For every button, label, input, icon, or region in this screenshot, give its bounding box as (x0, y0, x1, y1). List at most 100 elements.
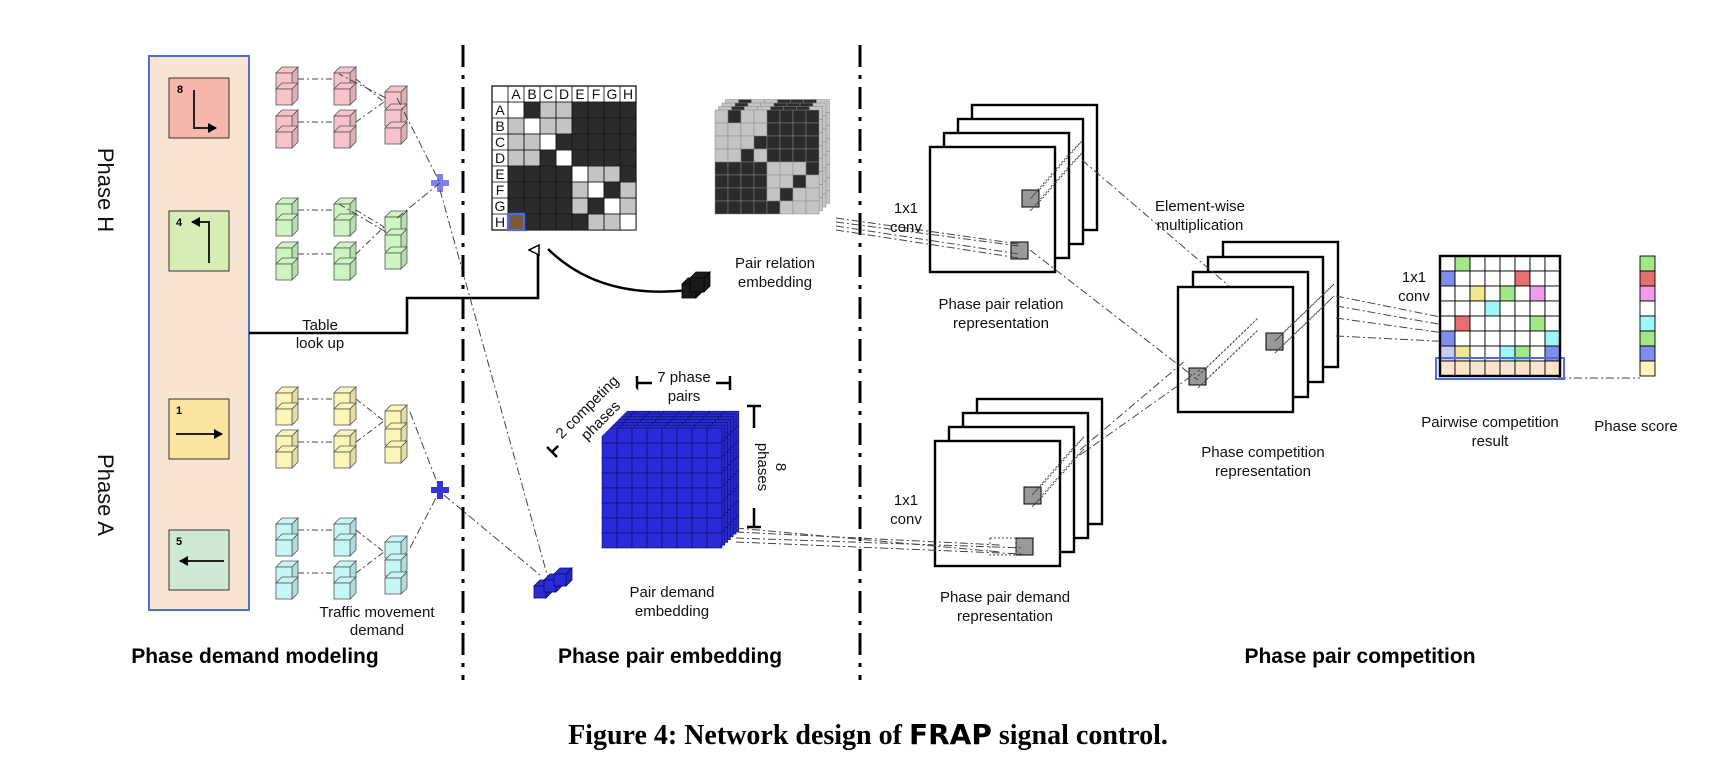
connection-line (1081, 159, 1230, 287)
score-cell (1639, 360, 1656, 377)
embedding-cell (805, 148, 820, 163)
embedding-cell (753, 135, 768, 150)
result-cell (1469, 300, 1486, 317)
result-sum-cell (1499, 360, 1516, 377)
cube (333, 402, 357, 426)
result-cell (1514, 255, 1531, 272)
matrix-cell (603, 197, 621, 215)
result-cell (1439, 300, 1456, 317)
matrix-cell (539, 197, 557, 215)
embedding-cell (753, 161, 768, 176)
embedding-cell (661, 532, 678, 549)
matrix-cell (507, 133, 525, 151)
section-title-competition: Phase pair competition (1244, 645, 1475, 668)
embedding-cell (706, 427, 723, 444)
result-cell (1514, 270, 1531, 287)
cube (553, 567, 573, 587)
seven-phase-label: pairs (668, 388, 701, 405)
competition-representation-stack (1176, 240, 1340, 414)
matrix-row-header: G (495, 198, 506, 214)
matrix-cell (539, 101, 557, 119)
embedding-cell (753, 174, 768, 189)
embedding-cell (676, 502, 693, 519)
matrix-cell (587, 213, 605, 231)
matrix-cell (619, 133, 637, 151)
embedding-cell (601, 457, 618, 474)
phase-score-column (1639, 255, 1656, 377)
matrix-cell (555, 181, 573, 199)
embedding-cell (753, 109, 768, 124)
pair-demand-cube (533, 567, 573, 599)
embedding-cell (706, 457, 723, 474)
result-cell (1499, 255, 1516, 272)
matrix-cell (555, 213, 573, 231)
embedding-cell (740, 187, 755, 202)
matrix-selected-cell (506, 212, 526, 232)
connection-line (835, 217, 1020, 245)
embedding-cell (766, 174, 781, 189)
embedding-cell (779, 148, 794, 163)
result-cell (1529, 270, 1546, 287)
embedding-cell (792, 109, 807, 124)
embedding-cell (714, 135, 729, 150)
embedding-cell (727, 174, 742, 189)
embedding-cell (779, 187, 794, 202)
embedding-cell (714, 148, 729, 163)
result-cell (1499, 270, 1516, 287)
demand-connections (338, 73, 549, 579)
result-sum-cell (1439, 360, 1456, 377)
embedding-cell (753, 122, 768, 137)
score-cell (1639, 300, 1656, 317)
matrix-cell (571, 149, 589, 167)
matrix-cell (571, 133, 589, 151)
matrix-cell (571, 117, 589, 135)
embedding-cell (740, 109, 755, 124)
cube (333, 445, 357, 469)
embedding-cell (766, 135, 781, 150)
phase-h-label: Phase H (93, 148, 118, 232)
embedding-cell (714, 174, 729, 189)
section-title-embedding: Phase pair embedding (558, 645, 782, 668)
result-cell (1529, 300, 1546, 317)
embedding-cell (646, 532, 663, 549)
embedding-cell (691, 442, 708, 459)
feature-pixel (1010, 241, 1029, 260)
embedding-cell (631, 472, 648, 489)
result-cell (1529, 255, 1546, 272)
cube (275, 445, 299, 469)
connector-line (355, 78, 385, 103)
embedding-cell (766, 148, 781, 163)
pair-relation-cube (681, 271, 711, 299)
embedding-cell (661, 457, 678, 474)
feature-map (928, 145, 1057, 274)
matrix-cell (571, 213, 589, 231)
result-cell (1499, 285, 1516, 302)
traffic-movement-label: Traffic movement (319, 604, 435, 621)
result-cell (1484, 315, 1501, 332)
matrix-cell (571, 165, 589, 183)
pair-relation-label: Pair relation (735, 255, 815, 272)
embedding-cell (740, 122, 755, 137)
receptive-field (989, 537, 1017, 556)
connection-line (735, 531, 1001, 546)
embedding-cell (740, 161, 755, 176)
result-cell (1529, 285, 1546, 302)
embedding-cell (805, 174, 820, 189)
result-cell (1454, 315, 1471, 332)
pairwise-competition-grid (1435, 254, 1565, 380)
embedding-cell (616, 427, 633, 444)
embedding-cell (766, 122, 781, 137)
pair-demand-label: embedding (635, 603, 709, 620)
connection-line (1079, 359, 1187, 451)
conv-label: 1x1 (894, 492, 918, 509)
result-sum-cell (1469, 360, 1486, 377)
matrix-cell (587, 101, 605, 119)
traffic-movement-cubes (275, 66, 408, 600)
connector-line (355, 226, 385, 255)
embedding-cell (676, 442, 693, 459)
table-lookup-arrow (249, 250, 538, 335)
matrix-col-header: F (592, 86, 601, 102)
matrix-cell (507, 101, 525, 119)
embedding-cell (740, 174, 755, 189)
